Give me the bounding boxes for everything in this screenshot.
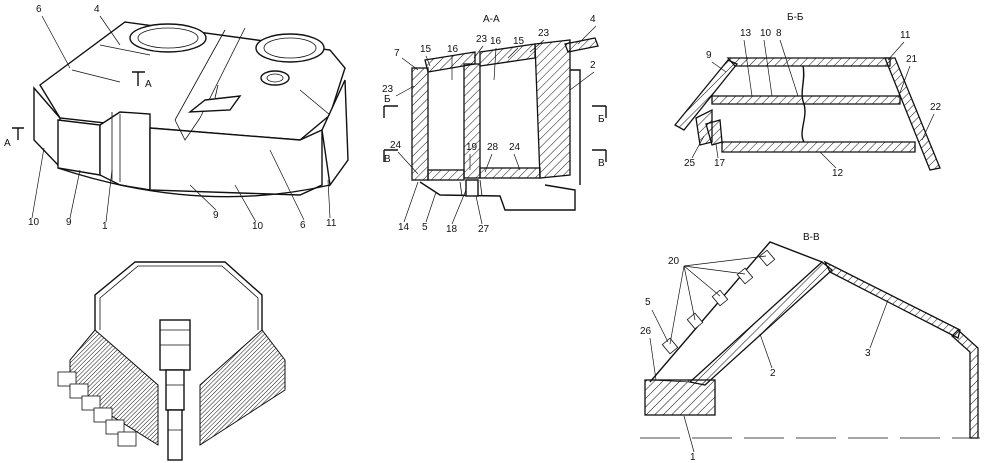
label-18: 18	[446, 224, 458, 235]
label-13: 13	[740, 28, 752, 39]
label-10: 10	[760, 28, 772, 39]
label-1: 1	[102, 221, 108, 232]
label-3: 3	[865, 348, 871, 359]
label-1: 1	[690, 452, 696, 463]
label-14: 14	[398, 222, 410, 233]
label-10: 10	[252, 221, 264, 232]
label-9: 9	[66, 217, 72, 228]
label-24: 24	[390, 140, 402, 151]
label-2: 2	[590, 60, 596, 71]
port-group	[661, 249, 776, 355]
label-6: 6	[300, 220, 306, 231]
label-a: A	[145, 79, 152, 90]
label-22: 22	[930, 102, 942, 113]
label-11: 11	[900, 30, 911, 41]
label-b: Б	[598, 114, 605, 125]
label-11: 11	[326, 218, 337, 229]
label-a: A	[4, 138, 11, 149]
label-24: 24	[509, 142, 521, 153]
section-bb-title: Б-Б	[787, 12, 804, 23]
label-19: 19	[466, 142, 478, 153]
label-15: 15	[513, 36, 525, 47]
section-vv-view: В-В 20 5 26 2 3 1	[640, 232, 980, 463]
label-7: 7	[394, 48, 400, 59]
label-10: 10	[28, 217, 40, 228]
label-2: 2	[770, 368, 776, 379]
label-25: 25	[684, 158, 696, 169]
label-27: 27	[478, 224, 490, 235]
turret-cross-section-view	[57, 261, 286, 461]
label-23: 23	[382, 84, 394, 95]
label-16: 16	[490, 36, 502, 47]
label-8: 8	[776, 28, 782, 39]
label-26: 26	[640, 326, 652, 337]
label-15: 15	[420, 44, 432, 55]
section-aa-title: А-А	[483, 14, 500, 25]
label-b: Б	[384, 94, 391, 105]
section-vv-title: В-В	[803, 232, 820, 243]
label-v: В	[598, 158, 605, 169]
label-5: 5	[645, 297, 651, 308]
label-23: 23	[538, 28, 550, 39]
label-16: 16	[447, 44, 459, 55]
label-17: 17	[714, 158, 726, 169]
isometric-view: 6 4 A A 10 9 1 9 10 6 11	[4, 4, 349, 232]
label-9: 9	[213, 210, 219, 221]
label-23: 23	[476, 34, 488, 45]
label-28: 28	[487, 142, 499, 153]
label-5: 5	[422, 222, 428, 233]
section-aa-view: А-А 4 2 7 15 16 23 16 15 23 23	[382, 14, 607, 235]
label-4: 4	[590, 14, 596, 25]
label-21: 21	[906, 54, 918, 65]
label-4: 4	[94, 4, 100, 15]
section-bb-view: Б-Б 13 10 8 11 9 21 22 25 17 12	[674, 12, 942, 179]
label-20: 20	[668, 256, 680, 267]
label-6: 6	[36, 4, 42, 15]
label-v: В	[384, 154, 391, 165]
label-12: 12	[832, 168, 844, 179]
label-9: 9	[706, 50, 712, 61]
